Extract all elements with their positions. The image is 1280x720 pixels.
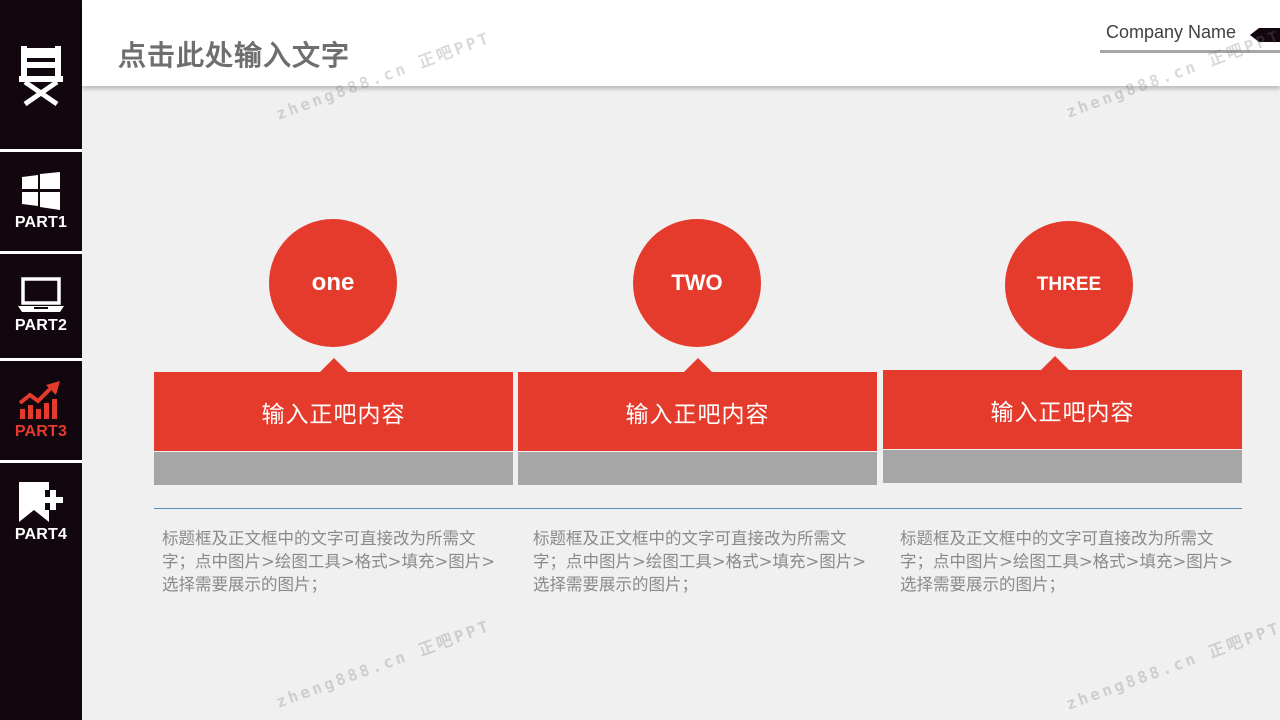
sidebar-separator [0, 251, 82, 254]
sidebar-item-part2[interactable]: PART2 [0, 254, 82, 358]
laptop-icon [18, 277, 64, 312]
sidebar-item-part3[interactable]: PART3 [0, 361, 82, 461]
circle-badge-one[interactable]: one [269, 219, 397, 347]
content-band-one[interactable]: 输入正吧内容 [154, 372, 513, 451]
chart-trend-icon [18, 381, 60, 419]
sidebar-item-label: PART3 [14, 423, 68, 440]
windows-icon [22, 172, 60, 210]
company-tab-marker [1250, 28, 1280, 42]
gray-band [518, 452, 877, 485]
gray-band [154, 452, 513, 485]
band-label: 输入正吧内容 [990, 399, 1135, 426]
sidebar-item-label: PART2 [14, 317, 68, 334]
pointer-notch [684, 358, 712, 372]
bookmark-plus-icon [19, 482, 63, 522]
content-band-two[interactable]: 输入正吧内容 [518, 372, 877, 451]
circle-label: TWO [671, 270, 723, 295]
watermark: zheng888.cn 正吧PPT [1063, 617, 1280, 714]
description-text[interactable]: 标题框及正文框中的文字可直接改为所需文字；点中图片>绘图工具>格式>填充>图片>… [162, 529, 496, 594]
sidebar-item-part1[interactable]: PART1 [0, 152, 82, 252]
description-text[interactable]: 标题框及正文框中的文字可直接改为所需文字；点中图片>绘图工具>格式>填充>图片>… [533, 529, 867, 594]
company-underline [1100, 50, 1280, 53]
sidebar-separator [0, 149, 82, 152]
sidebar-separator [0, 460, 82, 463]
divider-line [154, 508, 1242, 509]
director-chair-icon [19, 46, 63, 106]
description-text[interactable]: 标题框及正文框中的文字可直接改为所需文字；点中图片>绘图工具>格式>填充>图片>… [900, 529, 1234, 594]
sidebar-item-label: PART1 [14, 214, 68, 231]
watermark: zheng888.cn 正吧PPT [273, 615, 494, 712]
sidebar-item-part4[interactable]: PART4 [0, 463, 82, 563]
content-band-three[interactable]: 输入正吧内容 [883, 370, 1242, 449]
circle-label: THREE [1036, 274, 1102, 295]
circle-badge-two[interactable]: TWO [633, 219, 761, 347]
header: 点击此处输入文字 Company Name [82, 0, 1280, 86]
page-title[interactable]: 点击此处输入文字 [118, 39, 351, 72]
sidebar: PART1 PART2 PART3 PART4 [0, 0, 82, 720]
sidebar-item-label: PART4 [14, 526, 68, 543]
band-label: 输入正吧内容 [625, 401, 770, 428]
circle-label: one [311, 269, 355, 296]
circle-badge-three[interactable]: THREE [1005, 221, 1133, 349]
pointer-notch [320, 358, 348, 372]
sidebar-item-home[interactable] [0, 0, 82, 150]
sidebar-separator [0, 358, 82, 361]
company-name[interactable]: Company Name [1106, 22, 1237, 42]
gray-band [883, 450, 1242, 483]
pointer-notch [1041, 356, 1069, 370]
band-label: 输入正吧内容 [261, 401, 406, 428]
